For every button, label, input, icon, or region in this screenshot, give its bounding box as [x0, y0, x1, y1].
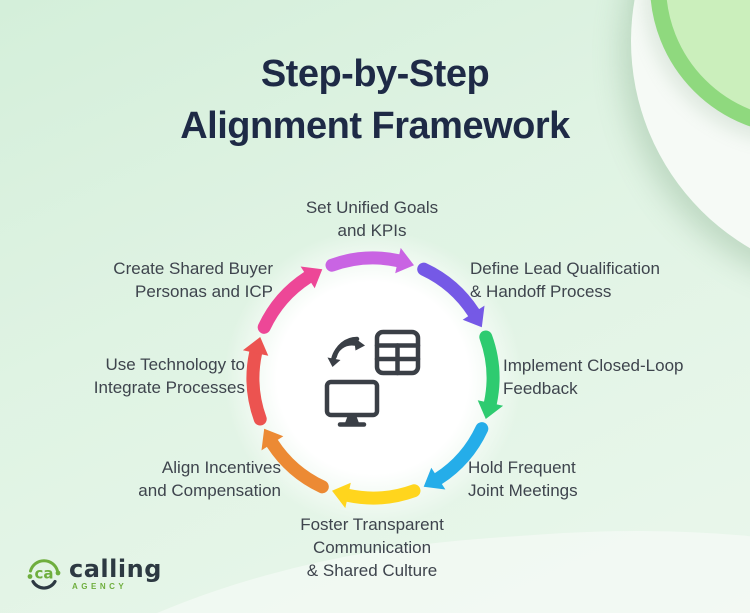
- cycle-arrow-hold-frequent-joint-meetings: [431, 422, 489, 486]
- step-line: Feedback: [503, 379, 578, 398]
- step-label-implement-closed-loop-feedback: Implement Closed-Loop Feedback: [503, 354, 683, 400]
- step-line: Define Lead Qualification: [470, 259, 660, 278]
- cycle-arrow-create-shared-buyer-personas: [257, 270, 315, 334]
- step-line: Use Technology to: [105, 355, 245, 374]
- step-label-align-incentives-compensation: Align Incentives and Compensation: [138, 456, 281, 502]
- spreadsheet-icon: [374, 329, 421, 376]
- cycle-arrow-use-technology-integrate: [246, 346, 267, 426]
- step-label-set-unified-goals: Set Unified Goals and KPIs: [262, 196, 482, 242]
- step-label-create-shared-buyer-personas: Create Shared Buyer Personas and ICP: [113, 257, 273, 303]
- step-line: Joint Meetings: [468, 481, 578, 500]
- cycle-arrow-foster-transparent-communication: [341, 484, 421, 505]
- step-label-define-lead-qualification: Define Lead Qualification & Handoff Proc…: [470, 257, 660, 303]
- cycle-arrows-svg: [242, 247, 504, 509]
- brand-subname: AGENCY: [72, 582, 128, 591]
- cycle-arrowhead-set-unified-goals: [395, 247, 414, 274]
- cycle-arrow-set-unified-goals: [325, 251, 405, 272]
- step-label-foster-transparent-communication: Foster Transparent Communication & Share…: [262, 513, 482, 582]
- step-line: & Handoff Process: [470, 282, 612, 301]
- cycle-arrow-implement-closed-loop-feedback: [479, 330, 500, 410]
- step-line: & Shared Culture: [306, 561, 438, 580]
- svg-text:ca: ca: [34, 565, 53, 583]
- step-line: Implement Closed-Loop: [503, 356, 684, 375]
- step-line: Create Shared Buyer: [113, 259, 273, 278]
- page-title: Step-by-Step Alignment Framework: [0, 48, 750, 152]
- cycle-arrow-align-incentives-compensation: [265, 436, 329, 494]
- page-title-line1: Step-by-Step: [260, 53, 490, 95]
- sync-arrows-icon: [327, 336, 365, 367]
- cycle-arrowhead-hold-frequent-joint-meetings: [423, 467, 446, 490]
- step-line: Foster Transparent: [300, 515, 444, 534]
- cycle-arrowhead-define-lead-qualification: [462, 305, 485, 328]
- center-circle: [218, 223, 528, 533]
- page-title-line2: Alignment Framework: [180, 105, 570, 147]
- cycle-arrowhead-implement-closed-loop-feedback: [477, 400, 504, 419]
- step-line: Set Unified Goals: [305, 198, 439, 217]
- step-line: and KPIs: [337, 221, 407, 240]
- step-label-hold-frequent-joint-meetings: Hold Frequent Joint Meetings: [468, 456, 578, 502]
- step-line: Align Incentives: [161, 458, 281, 477]
- step-label-use-technology-integrate: Use Technology to Integrate Processes: [94, 353, 245, 399]
- brand-monogram-icon: ca: [27, 559, 61, 590]
- cycle-arrowhead-align-incentives-compensation: [261, 428, 284, 451]
- center-icon-svg: [324, 329, 421, 427]
- cycle-arrowhead-foster-transparent-communication: [332, 482, 351, 509]
- cycle-arrow-define-lead-qualification: [417, 262, 481, 320]
- step-line: Personas and ICP: [135, 282, 273, 301]
- monitor-icon: [324, 379, 380, 427]
- step-line: and Compensation: [138, 481, 281, 500]
- brand-logo: ca calling AGENCY: [25, 556, 162, 594]
- step-line: Communication: [312, 538, 432, 557]
- step-line: Integrate Processes: [93, 378, 245, 397]
- cycle-arrowhead-create-shared-buyer-personas: [300, 266, 323, 289]
- brand-logo-text: calling AGENCY: [69, 556, 162, 591]
- brand-name: calling: [69, 555, 162, 583]
- cycle-arrowhead-use-technology-integrate: [242, 337, 269, 356]
- step-line: Hold Frequent: [468, 458, 576, 477]
